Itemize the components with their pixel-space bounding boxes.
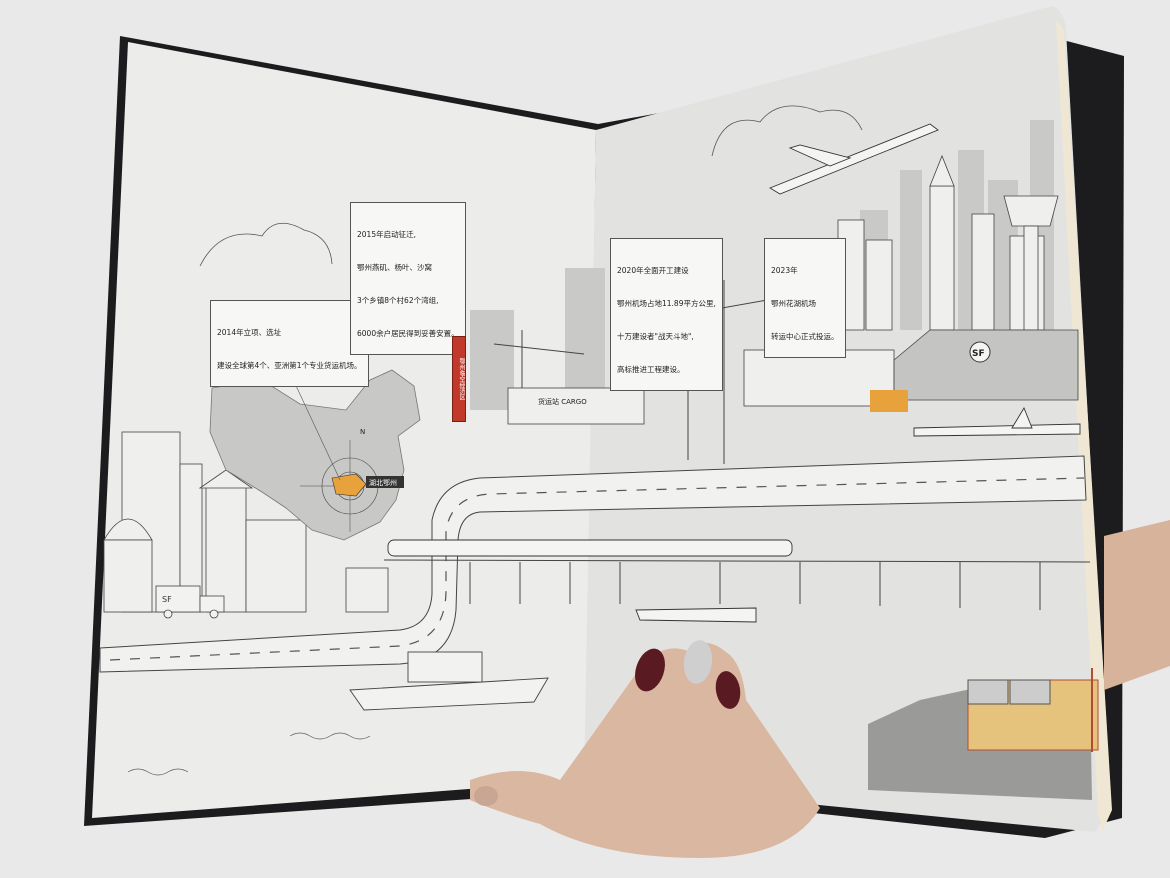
delivery-truck xyxy=(155,585,225,619)
truck-logo: SF xyxy=(162,595,172,604)
callout-2020-line: 高标推进工程建设。 xyxy=(617,365,685,374)
callout-2023-line: 鄂州花湖机场 xyxy=(771,299,816,308)
callout-2020-line: 十万建设者"战天斗地", xyxy=(617,332,694,341)
cargo-plane-low xyxy=(635,607,757,623)
vertical-red-sign: 鄂州临空经济区 xyxy=(452,336,466,422)
hubei-highlight xyxy=(331,473,367,497)
callout-2015-year: 2015年启动征迁, xyxy=(357,230,416,239)
china-map xyxy=(209,369,421,541)
cargo-plane-runway xyxy=(913,406,1081,437)
callout-2015-line: 6000余户居民得到妥善安置。 xyxy=(357,329,459,338)
callout-2015-line: 3个乡镇8个村62个湾组, xyxy=(357,296,439,305)
callout-2020-year: 2020年全面开工建设 xyxy=(617,266,689,275)
map-location-label: 湖北鄂州 xyxy=(369,478,397,487)
callout-2020: 2020年全面开工建设 鄂州机场占地11.89平方公里, 十万建设者"战天斗地"… xyxy=(610,238,723,391)
callout-2014: 2014年立项、选址 建设全球第4个、亚洲第1个专业货运机场。 xyxy=(210,300,369,387)
sf-terminal xyxy=(893,329,1079,401)
callout-2014-text: 建设全球第4个、亚洲第1个专业货运机场。 xyxy=(217,361,362,370)
callout-2015: 2015年启动征迁, 鄂州燕矶、杨叶、沙窝 3个乡镇8个村62个湾组, 6000… xyxy=(350,202,466,355)
sf-logo: SF xyxy=(972,349,985,359)
hand xyxy=(470,520,1170,858)
cargo-sign: 货运站 CARGO xyxy=(538,397,587,406)
north-label: N xyxy=(360,428,365,436)
callout-2023: 2023年 鄂州花湖机场 转运中心正式投运。 xyxy=(764,238,846,358)
callout-2020-line: 鄂州机场占地11.89平方公里, xyxy=(617,299,716,308)
callout-2023-line: 转运中心正式投运。 xyxy=(771,332,839,341)
callout-2023-year: 2023年 xyxy=(771,266,798,275)
container-ship xyxy=(349,651,549,711)
highway xyxy=(99,455,1087,673)
callout-2014-year: 2014年立项、选址 xyxy=(217,328,282,337)
high-speed-train xyxy=(387,539,793,557)
callout-2015-line: 鄂州燕矶、杨叶、沙窝 xyxy=(357,263,432,272)
cargo-plane-sky xyxy=(768,123,939,195)
